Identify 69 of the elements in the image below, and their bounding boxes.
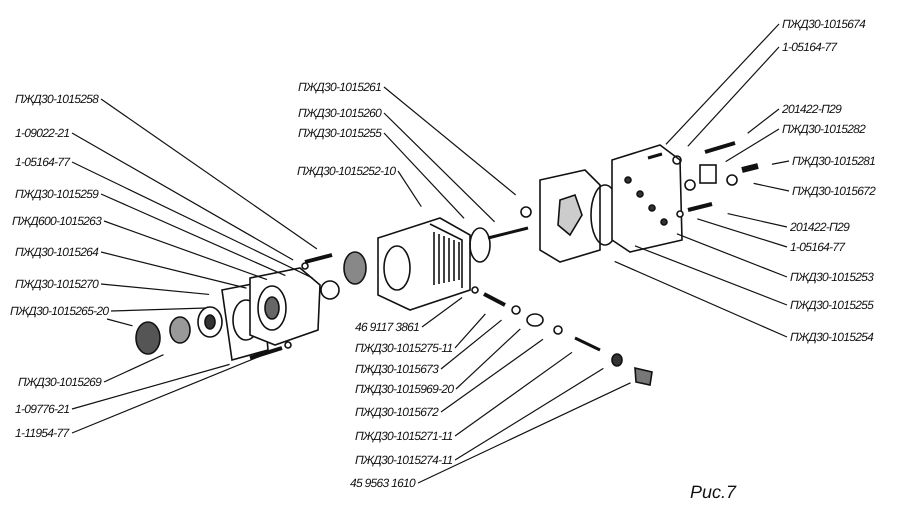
part-number-label: 1-05164-77 — [15, 155, 70, 169]
part-number-label: ПЖД30-1015270 — [15, 277, 98, 291]
leader-line — [100, 193, 286, 276]
leader-line — [747, 108, 780, 134]
leader-line — [440, 320, 502, 370]
part-number-label: 1-09776-21 — [15, 402, 70, 416]
leader-line — [676, 233, 788, 278]
part-number-label: ПЖД30-1015255 — [790, 298, 874, 312]
part-number-label: ПЖД30-1015271-11 — [355, 429, 452, 443]
part-number-label: ПЖД30-1015281 — [792, 154, 876, 168]
part-number-label: ПЖД30-1015258 — [15, 92, 98, 106]
part-number-label: 1-05164-77 — [790, 240, 844, 254]
leader-line — [634, 245, 788, 306]
part-number-label: ПЖД30-1015260 — [298, 106, 382, 120]
leader-line — [456, 328, 521, 390]
leader-line — [398, 170, 422, 207]
part-number-label: ПЖД30-1015265-20 — [10, 304, 108, 318]
leader-line — [666, 24, 780, 145]
part-number-label: ПЖД30-1015269 — [18, 375, 102, 389]
part-number-label: ПЖД600-1015263 — [12, 214, 102, 228]
leader-line — [384, 132, 464, 219]
leader-line — [418, 382, 631, 484]
leader-line — [454, 352, 572, 436]
leader-line — [725, 128, 780, 162]
leader-line — [697, 218, 788, 248]
part-number-label: 1-09022-21 — [15, 126, 70, 140]
leader-line — [384, 112, 496, 222]
part-number-label: ПЖД30-1015264 — [15, 245, 98, 259]
part-number-label: ПЖД30-1015275-11 — [355, 341, 452, 355]
leader-line — [440, 338, 544, 412]
leader-line — [754, 182, 790, 192]
leader-line — [384, 86, 516, 196]
leader-line — [72, 161, 313, 279]
leader-line — [614, 260, 788, 338]
part-number-label: ПЖД30-1015261 — [298, 80, 382, 94]
leader-line — [454, 314, 486, 348]
leader-line — [104, 354, 164, 383]
part-number-label: 46 9117 3861 — [355, 320, 420, 334]
leader-line — [100, 283, 210, 296]
part-number-label: ПЖД30-1015674 — [782, 17, 866, 31]
part-number-label: 201422-П29 — [790, 220, 850, 234]
leader-line — [104, 220, 268, 280]
leader-line — [100, 251, 247, 289]
leader-line — [106, 318, 133, 326]
part-number-label: 1-05164-77 — [782, 40, 836, 54]
leader-line — [454, 368, 604, 461]
part-number-label: 201422-П29 — [782, 102, 842, 116]
part-number-label: ПЖД30-1015274-11 — [355, 453, 452, 467]
part-number-label: ПЖД30-1015672 — [792, 184, 876, 198]
part-number-label: ПЖД30-1015673 — [355, 362, 438, 376]
leader-line — [772, 160, 790, 165]
leader-line — [72, 364, 230, 410]
part-number-label: ПЖД30-1015969-20 — [355, 382, 454, 396]
part-number-label: ПЖД30-1015282 — [782, 122, 866, 136]
leader-line — [687, 46, 780, 147]
part-number-label: ПЖД30-1015252-10 — [297, 164, 396, 178]
part-number-label: ПЖД30-1015253 — [790, 270, 874, 284]
leader-line — [110, 307, 206, 312]
leader-line — [72, 132, 294, 261]
leader-line — [727, 212, 788, 228]
part-number-label: 45 9563 1610 — [350, 476, 416, 490]
part-number-label: ПЖД30-1015259 — [15, 187, 98, 201]
part-number-label: ПЖД30-1015672 — [355, 405, 438, 419]
figure-caption: Рис.7 — [690, 482, 736, 503]
part-number-label: ПЖД30-1015255 — [298, 126, 382, 140]
part-number-label: 1-11954-77 — [15, 426, 68, 440]
part-number-label: ПЖД30-1015254 — [790, 330, 874, 344]
leader-line — [100, 98, 318, 250]
leader-line — [422, 297, 462, 328]
